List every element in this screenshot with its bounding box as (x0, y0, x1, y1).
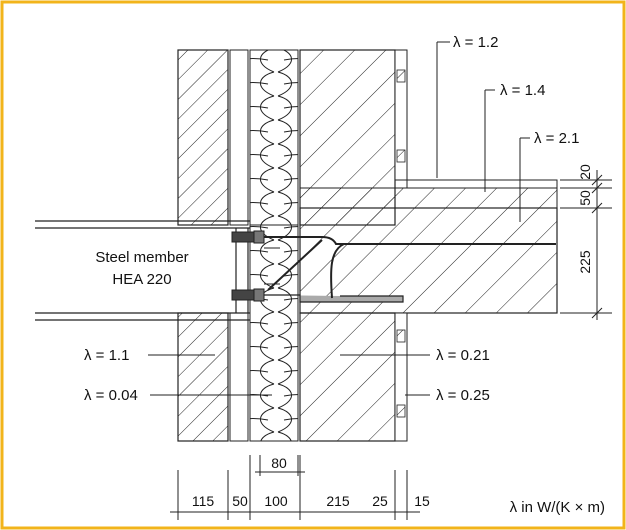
lambda-slab-label: λ = 2.1 (534, 130, 579, 147)
dim-insulation: 100 (264, 493, 288, 509)
plaster-upper (394, 49, 408, 181)
dim-plaster: 25 (372, 493, 388, 509)
diagonal-bar (267, 239, 323, 291)
lambda-inner-wall-label: λ = 0.21 (436, 347, 490, 364)
horizontal-dimensions (170, 455, 420, 520)
steel-member: Steel member HEA 220 (35, 220, 250, 321)
bolt-top (231, 231, 255, 243)
steel-member-label-line2: HEA 220 (112, 271, 171, 288)
dim-inner-wall: 215 (326, 493, 350, 509)
bolt-bottom (231, 289, 255, 301)
units-note: λ in W/(K × m) (510, 499, 605, 516)
left-masonry-upper (177, 49, 229, 226)
dim-insulation-inner: 80 (271, 455, 287, 471)
lambda-slab-top-label: λ = 1.4 (500, 82, 545, 99)
lower-wall (177, 224, 408, 442)
dim-slab-layer-2: 50 (577, 190, 593, 206)
inner-wall-lower (299, 312, 396, 442)
leader-lines-bottom (148, 354, 430, 396)
insulation-upper (249, 49, 299, 226)
lambda-insulation-label: λ = 0.04 (84, 387, 138, 404)
dim-finish: 15 (414, 493, 430, 509)
leader-lines-top (436, 41, 530, 222)
dim-slab-thickness: 225 (577, 250, 593, 274)
dim-masonry-outer: 115 (192, 493, 215, 509)
connection-detail (231, 230, 556, 303)
lambda-right-layer-label: λ = 0.25 (436, 387, 490, 404)
plate-top (253, 230, 265, 244)
vertical-dimensions (560, 170, 612, 320)
plate-bottom (253, 288, 265, 302)
lambda-wall-top-label: λ = 1.2 (453, 34, 498, 51)
slab-screed (299, 187, 558, 209)
dim-slab-layer-1: 20 (577, 164, 593, 180)
anchor-bar-top (264, 236, 556, 245)
dim-cavity: 50 (232, 493, 248, 509)
slab-top-finish (406, 179, 558, 189)
plaster-mark (396, 329, 406, 343)
anchor-plate (264, 294, 404, 303)
insulation-lower (249, 224, 299, 442)
hook-bar (330, 243, 345, 299)
cavity-lower (229, 312, 249, 442)
plaster-mark (396, 69, 406, 83)
left-masonry-lower (177, 312, 229, 442)
cavity-upper (229, 49, 249, 226)
steel-member-label-line1: Steel member (95, 249, 188, 266)
plaster-mark (396, 404, 406, 418)
plaster-mark (396, 149, 406, 163)
lambda-left-masonry-label: λ = 1.1 (84, 347, 129, 364)
upper-wall (177, 49, 408, 226)
